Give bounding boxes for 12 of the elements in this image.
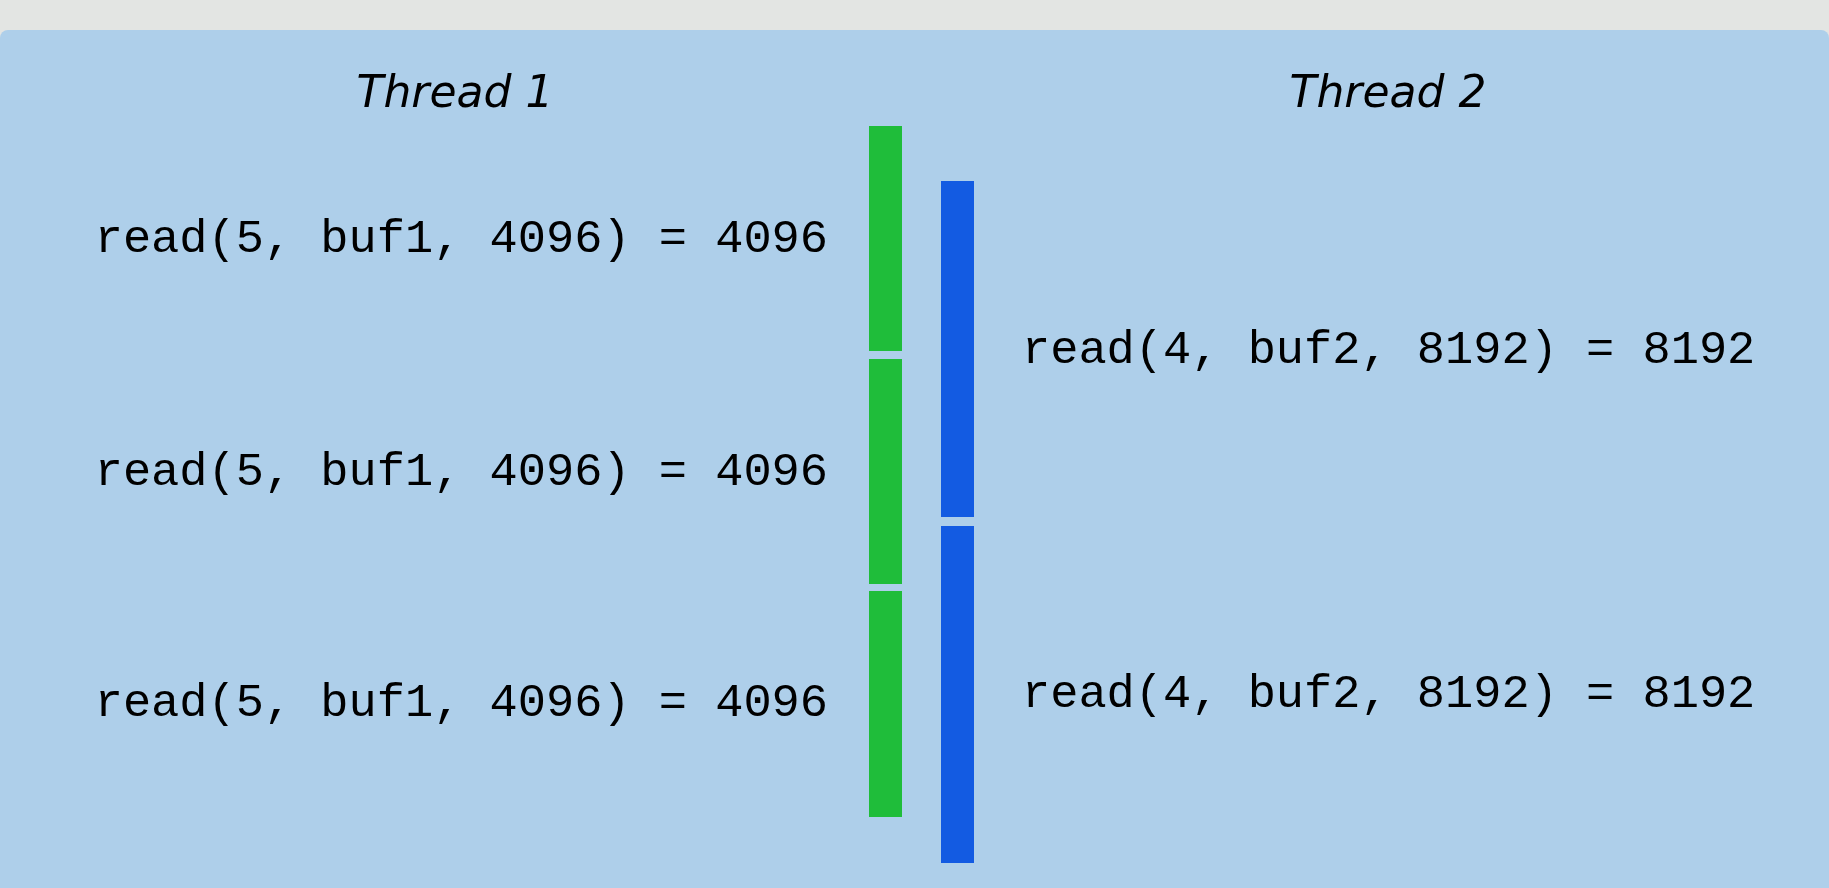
- time-bar: [869, 591, 902, 817]
- system-call-text: read(4, buf2, 8192) = 8192: [1022, 323, 1756, 377]
- system-call-text: read(5, buf1, 4096) = 4096: [94, 212, 828, 266]
- system-call-text: read(5, buf1, 4096) = 4096: [94, 445, 828, 499]
- time-bar: [941, 181, 974, 517]
- time-bar: [869, 126, 902, 351]
- thread-heading: Thread 2: [1289, 65, 1487, 117]
- system-call-text: read(4, buf2, 8192) = 8192: [1022, 667, 1756, 721]
- time-bar: [941, 526, 974, 863]
- time-bar: [869, 359, 902, 584]
- thread-heading: Thread 1: [356, 65, 554, 117]
- system-call-text: read(5, buf1, 4096) = 4096: [94, 676, 828, 730]
